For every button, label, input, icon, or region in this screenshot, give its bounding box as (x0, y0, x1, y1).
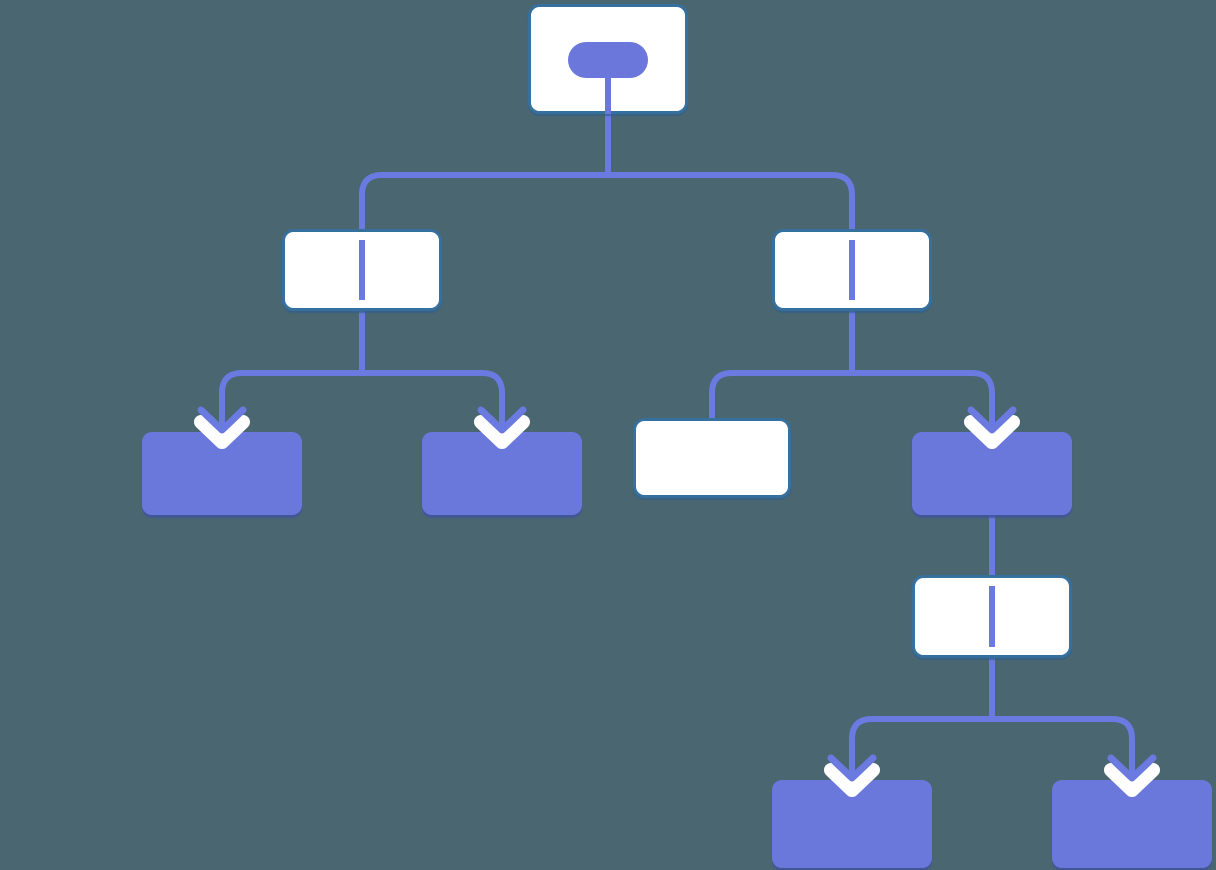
chevron (824, 763, 880, 797)
chevron (1104, 763, 1160, 797)
arrowhead-ah-l2-d (964, 406, 1020, 449)
node-layer (142, 4, 1212, 868)
node-body (633, 418, 791, 498)
node-inner-stem (605, 78, 611, 114)
node-n-l4-a[interactable] (772, 780, 932, 868)
node-inner-line (849, 240, 855, 300)
node-inner-line (359, 240, 365, 300)
chevron (964, 415, 1020, 449)
edge-e-bus4-b (992, 716, 1135, 780)
edge-e-bus3-d (852, 370, 995, 432)
node-n-l2-c[interactable] (633, 418, 791, 498)
edge-e-bus1-right (608, 172, 855, 229)
arrowhead-ah-l2-b (474, 406, 530, 449)
edge-layer (219, 114, 1135, 780)
chevron (827, 754, 877, 782)
chevron (967, 406, 1017, 434)
node-body (912, 432, 1072, 515)
chevron (477, 406, 527, 434)
node-pill-badge (568, 42, 648, 78)
node-inner-line (989, 586, 995, 647)
node-n-l4-b[interactable] (1052, 780, 1212, 868)
chevron (197, 406, 247, 434)
arrowhead-ah-l4-b (1104, 754, 1160, 797)
arrowhead-ah-l4-a (824, 754, 880, 797)
chevron (1107, 754, 1157, 782)
node-n-l2-b[interactable] (422, 432, 582, 515)
node-n-l2-d[interactable] (912, 432, 1072, 515)
edge-e-bus4-a (849, 716, 992, 780)
node-body (142, 432, 302, 515)
node-n-l2-a[interactable] (142, 432, 302, 515)
edge-e-bus3-c (709, 370, 852, 418)
arrowhead-layer (194, 406, 1160, 797)
node-n-l3[interactable] (912, 575, 1072, 658)
node-n-l1-left[interactable] (282, 229, 442, 311)
node-n-l1-right[interactable] (772, 229, 932, 311)
edge-e-bus1-left (359, 172, 608, 229)
arrowhead-ah-l2-a (194, 406, 250, 449)
edge-e-bus2-b (362, 370, 505, 432)
node-body (772, 780, 932, 868)
node-body (1052, 780, 1212, 868)
chevron (474, 415, 530, 449)
chevron (194, 415, 250, 449)
node-n-root[interactable] (528, 4, 688, 115)
edge-e-bus2-a (219, 370, 362, 432)
node-body (422, 432, 582, 515)
